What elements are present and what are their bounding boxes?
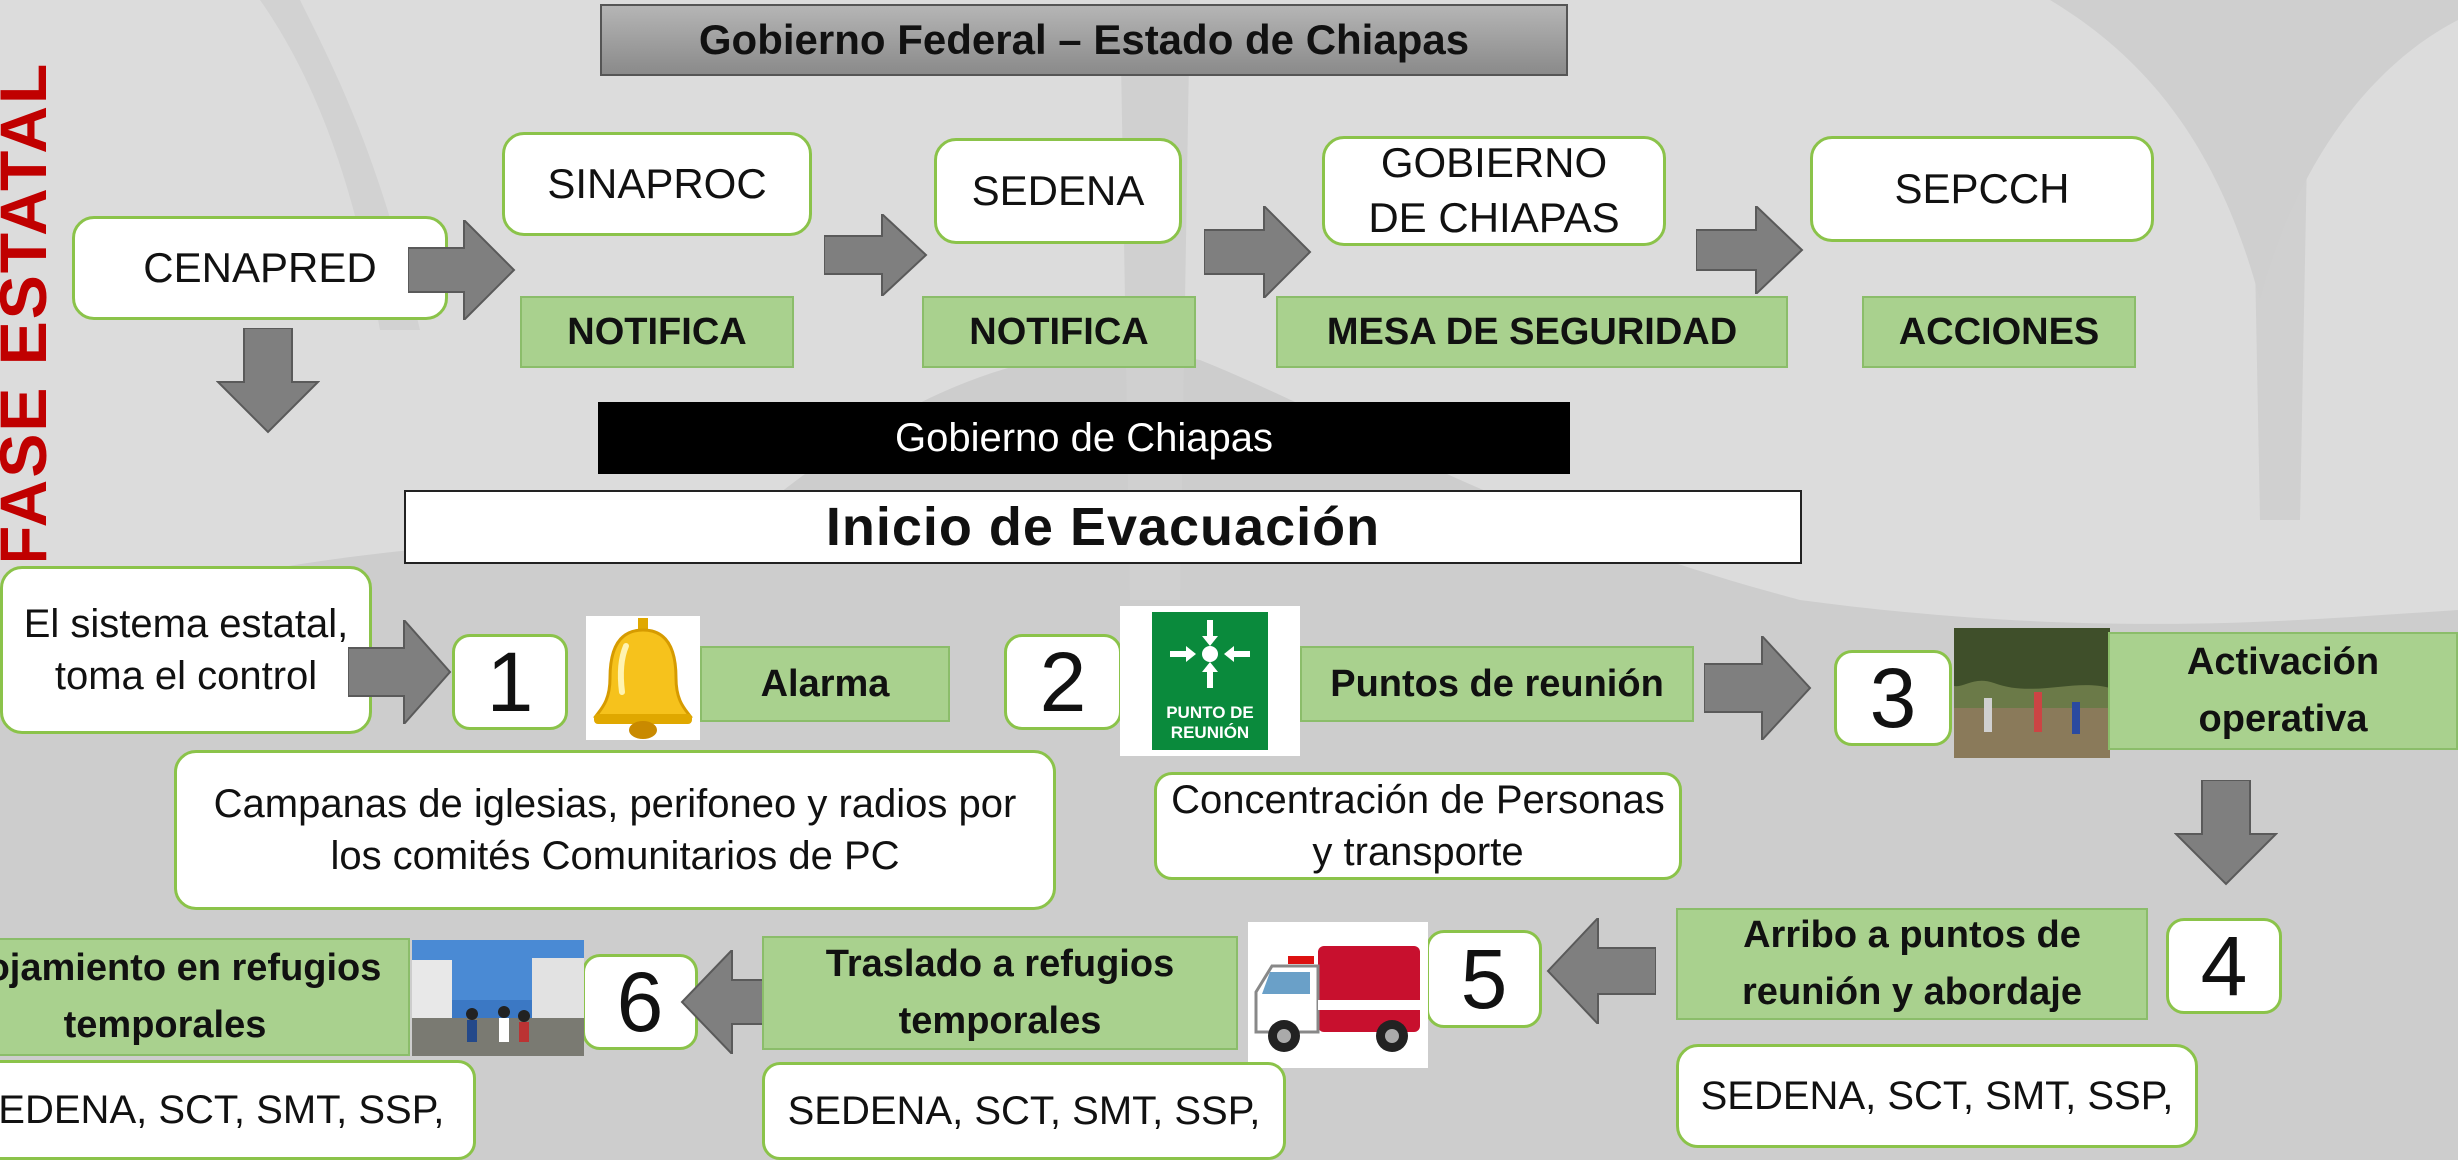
step-detail-box: Campanas de iglesias, perifoneo y radios…: [174, 750, 1056, 910]
agency-gobierno-chiapas: GOBIERNO DE CHIAPAS: [1322, 136, 1666, 246]
arrow-right-icon: [1704, 636, 1812, 740]
agency-name: CENAPRED: [143, 243, 377, 291]
field-photo: [1954, 628, 2110, 758]
action-label: MESA DE SEGURIDAD: [1326, 310, 1738, 353]
step-label: Alojamiento en refugios temporales: [0, 947, 382, 1046]
header-title: Gobierno Federal – Estado de Chiapas: [698, 16, 1470, 63]
step-number-text: 5: [1460, 931, 1508, 1026]
step-label-bar: Puntos de reunión: [1300, 646, 1694, 722]
arrow-right-icon: [348, 620, 452, 724]
step-detail-box: SEDENA, SCT, SMT, SSP,: [1676, 1044, 2198, 1148]
action-bar: ACCIONES: [1862, 296, 2136, 368]
arrow-down-icon: [2174, 780, 2278, 886]
shelter-photo: [412, 940, 584, 1056]
step-number: 1: [452, 634, 568, 730]
step-number: 4: [2166, 918, 2282, 1014]
phase-label-svg: FASE ESTATAL: [0, 62, 60, 566]
step-number: 3: [1834, 650, 1952, 746]
ambulance-icon: [1248, 922, 1428, 1068]
step-label-bar: Activación operativa: [2108, 632, 2458, 750]
action-label: NOTIFICA: [969, 310, 1149, 353]
step-label-bar: Arribo a puntos de reunión y abordaje: [1676, 908, 2148, 1020]
agency-name: SEPCCH: [1894, 164, 2070, 212]
agency-name: SEDENA: [971, 166, 1145, 214]
state-control-text: El sistema estatal, toma el control: [23, 602, 349, 698]
step-detail: Concentración de Personas y transporte: [1171, 778, 1665, 874]
step-detail: SEDENA, SCT, SMT, SSP,: [787, 1089, 1261, 1133]
phase-label: FASE ESTATAL: [0, 0, 60, 566]
action-label: NOTIFICA: [567, 310, 747, 353]
phase-label-text: FASE ESTATAL: [0, 62, 58, 560]
step-label-bar: Alarma: [700, 646, 950, 722]
action-label: ACCIONES: [1898, 310, 2100, 353]
meeting-point-sign-icon: PUNTO DE REUNIÓN: [1120, 606, 1300, 756]
arrow-left-icon: [1546, 918, 1656, 1024]
step-number-text: 6: [616, 954, 664, 1049]
section-title: Inicio de Evacuación: [825, 497, 1381, 557]
step-number-text: 3: [1869, 650, 1917, 745]
sign-text: REUNIÓN: [1171, 723, 1249, 742]
agency-sepcch: SEPCCH: [1810, 136, 2154, 242]
agency-cenapred: CENAPRED: [72, 216, 448, 320]
header-title-box: Gobierno Federal – Estado de Chiapas: [600, 4, 1568, 76]
step-label: Alarma: [760, 662, 890, 705]
agency-sinaproc: SINAPROC: [502, 132, 812, 236]
step-detail-box: SEDENA, SCT, SMT, SSP,: [0, 1060, 476, 1160]
step-detail: SEDENA, SCT, SMT, SSP,: [0, 1088, 445, 1132]
step-detail: Campanas de iglesias, perifoneo y radios…: [213, 782, 1017, 878]
step-number: 2: [1004, 634, 1122, 730]
step-number-text: 2: [1039, 634, 1087, 729]
step-number-text: 1: [486, 634, 534, 729]
step-number: 5: [1426, 930, 1542, 1028]
step-label: Traslado a refugios temporales: [825, 943, 1175, 1042]
step-label-bar: Alojamiento en refugios temporales: [0, 938, 410, 1056]
agency-name: SINAPROC: [547, 159, 767, 207]
step-detail: SEDENA, SCT, SMT, SSP,: [1700, 1074, 2174, 1118]
sign-text: PUNTO DE: [1166, 703, 1254, 722]
step-detail-box: Concentración de Personas y transporte: [1154, 772, 1682, 880]
step-label: Arribo a puntos de reunión y abordaje: [1742, 914, 2082, 1013]
state-bar: Gobierno de Chiapas: [598, 402, 1570, 474]
action-bar: MESA DE SEGURIDAD: [1276, 296, 1788, 368]
agency-sedena: SEDENA: [934, 138, 1182, 244]
arrow-right-icon: [1204, 206, 1312, 298]
action-bar: NOTIFICA: [922, 296, 1196, 368]
state-bar-label: Gobierno de Chiapas: [894, 415, 1274, 460]
step-label: Activación operativa: [2186, 641, 2380, 740]
arrow-right-icon: [408, 220, 516, 320]
step-number-text: 4: [2200, 918, 2248, 1013]
state-control-box: El sistema estatal, toma el control: [0, 566, 372, 734]
section-title-box: Inicio de Evacuación: [404, 490, 1802, 564]
step-number: 6: [582, 954, 698, 1050]
arrow-down-icon: [216, 328, 320, 434]
arrow-right-icon: [1696, 206, 1804, 294]
action-bar: NOTIFICA: [520, 296, 794, 368]
arrow-right-icon: [824, 214, 928, 296]
agency-name: GOBIERNO DE CHIAPAS: [1368, 139, 1620, 241]
step-detail-box: SEDENA, SCT, SMT, SSP,: [762, 1062, 1286, 1160]
step-label: Puntos de reunión: [1330, 662, 1664, 705]
bell-icon: [586, 616, 700, 740]
step-label-bar: Traslado a refugios temporales: [762, 936, 1238, 1050]
